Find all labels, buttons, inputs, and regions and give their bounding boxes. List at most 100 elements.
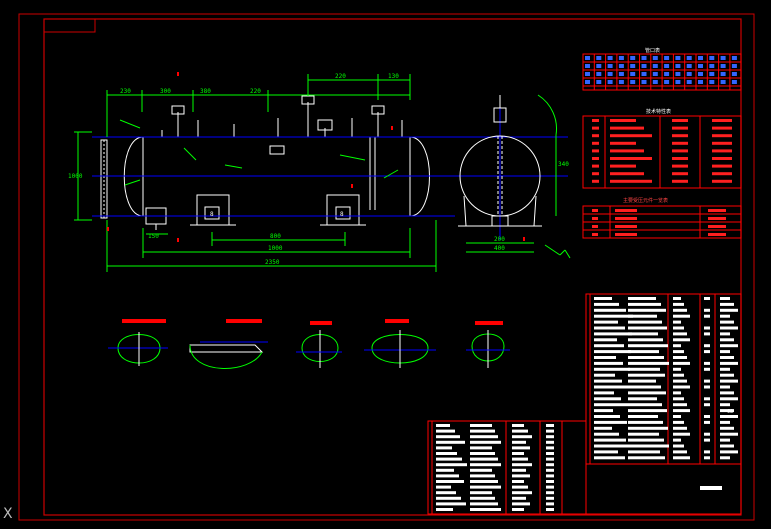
bom-bottom-row-cell [512,463,532,467]
bom-right-row-cell [704,420,710,424]
bom-right-row-cell [594,415,620,418]
bom-right-row-cell [673,409,690,413]
bom-right-row-cell [628,379,656,383]
nozzle-table-cell [641,80,647,84]
bom-right-row-cell [704,344,710,348]
bom-right-row-cell [704,415,710,418]
parts-row-cell [615,233,637,236]
tech-row-cell [592,126,599,130]
bom-right-row-cell [704,379,710,383]
bom-bottom-row-cell [546,468,554,472]
parts-row-cell [708,225,726,228]
red-markers [107,72,525,242]
nozzle-table-cell [686,80,692,84]
parts-row-cell [708,233,726,236]
bom-right-row-cell [594,338,617,342]
nozzle-table-cell [585,64,590,68]
bom-right-row-cell [594,456,625,460]
bom-bottom-row-cell [436,452,457,455]
bom-right-row-cell [594,420,627,424]
tech-row-cell [712,119,732,122]
tech-row-cell [610,126,644,130]
tech-row-cell [672,134,688,138]
dim-side-height: 340 [558,161,569,168]
nozzle-table-cell [709,64,715,68]
bom-right-row-cell [628,326,667,330]
dim-top-6: 130 [388,73,399,80]
nozzle-table-cell [664,64,670,68]
bom-bottom-row-cell [512,440,526,444]
bom-right-row-cell [673,385,690,389]
bom-right-row-cell [594,397,621,401]
bom-right-row-cell [628,391,666,395]
bom-bottom-row-cell [436,491,456,495]
parts-row-cell [592,225,598,228]
bom-right-row-cell [720,420,730,424]
bom-right-row-cell [628,456,665,460]
bom-right-row-cell [673,379,687,383]
dimension-texts: 230 300 380 220 220 130 1000 800 1000 23… [68,73,569,266]
bom-right-row-cell [720,409,734,413]
bom-right-row-cell [720,397,738,401]
bom-bottom-row-cell [470,440,501,444]
dim-height: 1000 [68,173,83,180]
nozzle-table-cell [686,72,692,76]
nozzle-table-cell [630,72,636,76]
bom-right-row-cell [594,361,623,365]
nozzle-table-cell [596,56,602,60]
bom-bottom-row-cell [470,508,501,511]
nozzle-table-cell [731,56,737,60]
tech-row-cell [712,134,732,138]
bom-right-row-cell [594,326,625,330]
bom-right-row-cell [594,314,633,318]
title-block [585,463,742,515]
bom-right-row-cell [673,320,681,324]
bom-right-row-cell [628,344,668,348]
nozzle-table-cell [720,72,726,76]
bom-right-row-cell [704,308,710,312]
bom-right-row-cell [594,344,624,348]
bom-bottom-row-cell [436,474,459,478]
bom-right-row-cell [594,444,633,448]
nozzle-table-cell [652,56,658,60]
bom-bottom-row-cell [546,508,554,511]
tech-row-cell [672,179,688,183]
bom-right-row-cell [704,403,710,407]
bom-right-row-cell [628,297,656,300]
bom-bottom-row-cell [546,491,554,495]
tech-row-cell [610,157,652,160]
bom-right-row-cell [673,450,687,454]
nozzle-table-cell [596,72,602,76]
nozzle-table-cell [641,72,647,76]
bom-bottom-row-cell [436,480,464,483]
dim-saddle: 800 [270,233,281,240]
tech-row-cell [672,149,688,153]
bom-bottom-row-cell [436,485,451,489]
tech-row-cell [610,134,652,138]
bom-right-row-cell [704,432,710,436]
bom-right-row-cell [673,308,687,312]
nozzle-table-cell [618,56,624,60]
bom-right-row-cell [720,379,738,383]
bom-right-row-cell [594,297,612,300]
bom-bottom-row-cell [546,446,554,450]
bom-right-row-cell [628,314,657,318]
nozzle-table-cell [596,80,602,84]
vessel-side-view [458,95,542,227]
nozzle-table-cell [731,80,737,84]
bom-bottom-row-cell [546,429,554,433]
bom-right-row-cell [628,426,668,430]
bom-bottom-row-cell [436,496,461,500]
nozzle-table-title: 管口表 [645,47,660,54]
nozzle-table-cell [731,72,737,76]
bom-bottom-row-cell [436,508,453,511]
bom-bottom-row-cell [512,480,524,483]
nozzle-table-cell [675,56,681,60]
bom-bottom-row-cell [470,502,498,506]
bom-right-row-cell [628,367,660,371]
tech-row-cell [592,157,599,160]
bom-right-row-cell [673,403,687,407]
dim-top-5: 220 [335,73,346,80]
bom-bottom-row-cell [470,457,498,461]
